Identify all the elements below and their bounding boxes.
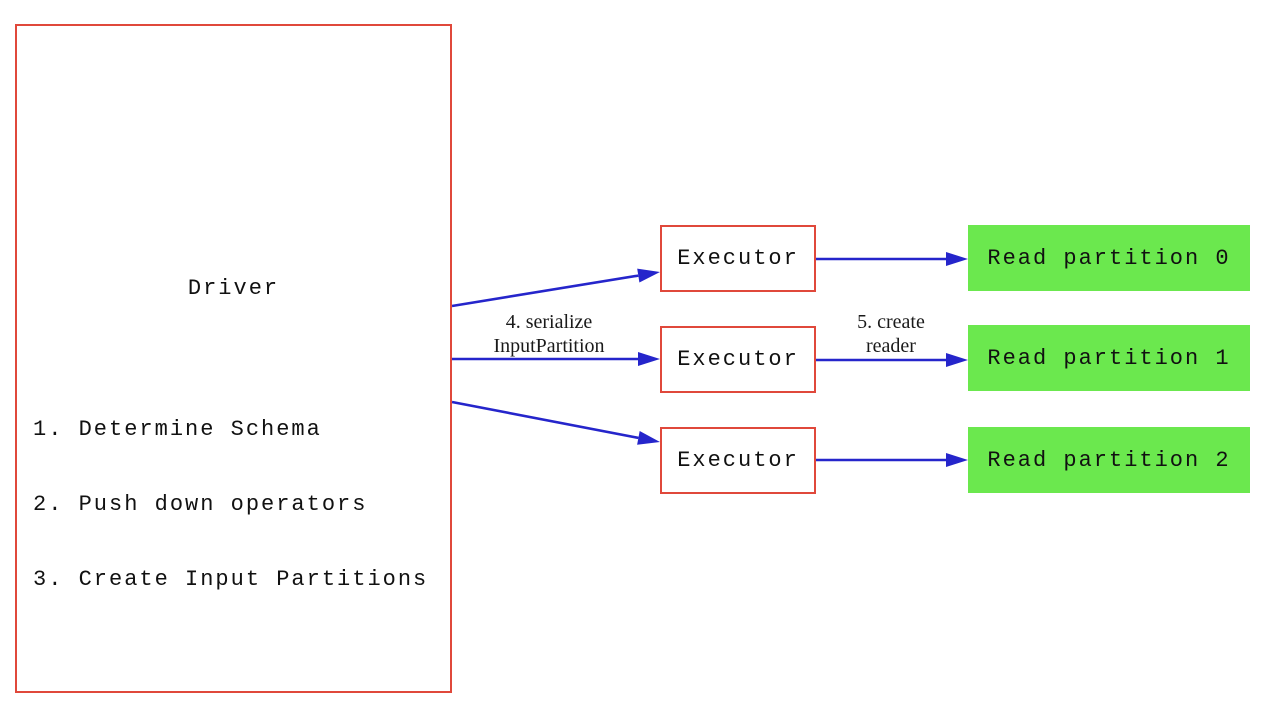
edge-label-serialize-inputpartition: 4. serialize InputPartition bbox=[439, 310, 659, 358]
edge-label-reader-line-1: 5. create bbox=[857, 311, 925, 333]
arrow-driver-to-executor-2 bbox=[451, 400, 660, 445]
read-partition-label-1: Read partition 1 bbox=[987, 345, 1231, 371]
executor-label-0: Executor bbox=[677, 246, 799, 271]
read-partition-box-1: Read partition 1 bbox=[968, 325, 1250, 391]
read-partition-box-0: Read partition 0 bbox=[968, 225, 1250, 291]
edge-label-serialize-line-1: 4. serialize bbox=[505, 311, 593, 333]
arrow-driver-to-executor-1 bbox=[452, 352, 660, 366]
arrow-driver-to-executor-0 bbox=[451, 268, 660, 308]
edge-label-serialize-line-2: InputPartition bbox=[493, 335, 605, 357]
executor-label-2: Executor bbox=[677, 448, 799, 473]
read-partition-label-2: Read partition 2 bbox=[987, 447, 1231, 473]
edge-label-create-reader: 5. create reader bbox=[781, 310, 1001, 358]
executor-label-1: Executor bbox=[677, 347, 799, 372]
executor-box-1: Executor bbox=[660, 326, 816, 393]
executor-box-2: Executor bbox=[660, 427, 816, 494]
driver-steps-list: 1. Determine Schema 2. Push down operato… bbox=[33, 367, 428, 642]
driver-title: Driver bbox=[187, 276, 280, 301]
read-partition-label-0: Read partition 0 bbox=[987, 245, 1231, 271]
arrow-executor-1-to-partition-1 bbox=[816, 353, 968, 367]
edge-label-reader-line-2: reader bbox=[866, 335, 916, 357]
read-partition-box-2: Read partition 2 bbox=[968, 427, 1250, 493]
driver-step-3: 3. Create Input Partitions bbox=[33, 567, 429, 592]
driver-step-2: 2. Push down operators bbox=[33, 492, 368, 517]
arrow-executor-0-to-partition-0 bbox=[816, 252, 968, 266]
driver-step-1: 1. Determine Schema bbox=[33, 417, 322, 442]
arrow-executor-2-to-partition-2 bbox=[816, 453, 968, 467]
driver-box: Driver 1. Determine Schema 2. Push down … bbox=[15, 24, 452, 693]
executor-box-0: Executor bbox=[660, 225, 816, 292]
